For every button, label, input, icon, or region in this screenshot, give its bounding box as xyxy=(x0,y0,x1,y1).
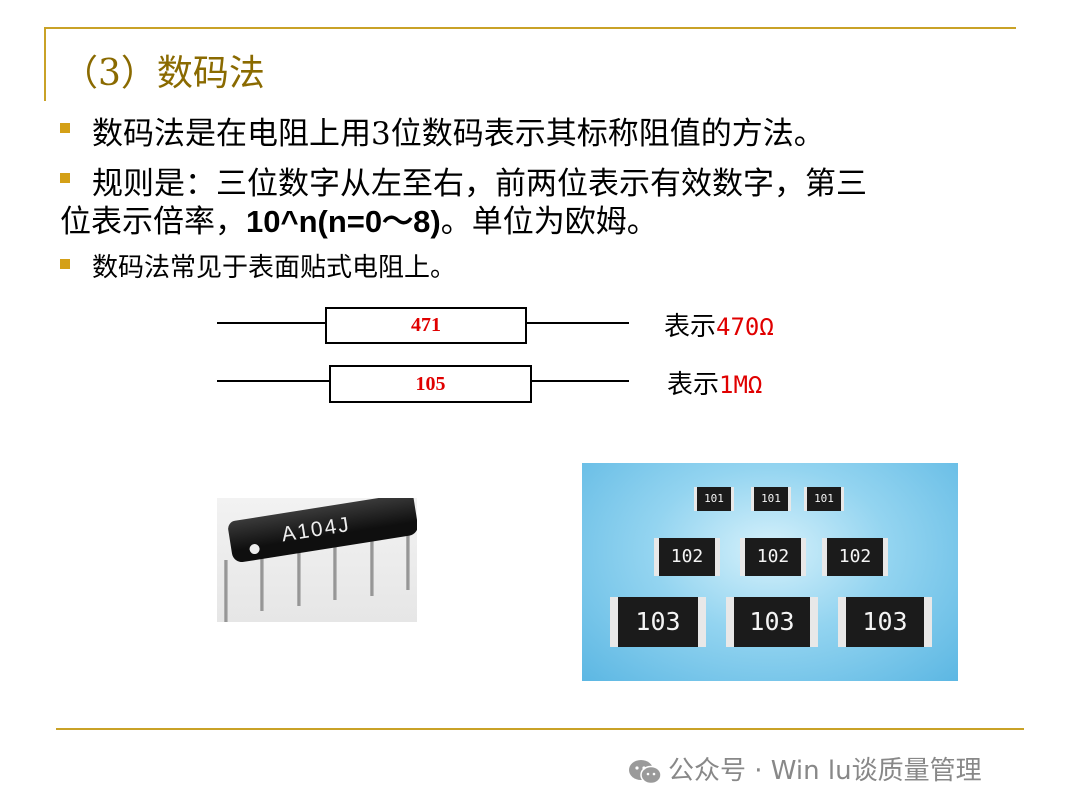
pin xyxy=(406,532,410,590)
resistor-2-meaning: 表示1MΩ xyxy=(667,364,762,401)
resistor-1-value: 470Ω xyxy=(716,313,774,341)
bullet-marker xyxy=(60,123,70,133)
bullet-2-cont-post: 。单位为欧姆。 xyxy=(440,204,658,240)
wechat-icon xyxy=(629,759,662,784)
bullet-2-continuation: 位表示倍率，10^n(n=0～8)。单位为欧姆。 xyxy=(60,196,658,241)
footer-text: 公众号 · Win lu谈质量管理 xyxy=(668,756,982,786)
resistor-1-lead-left xyxy=(217,322,327,324)
smd-chip-small: 101 xyxy=(804,487,844,511)
bullet-2-cont-pre: 位表示倍率， xyxy=(60,204,246,240)
resistor-2-lead-right xyxy=(532,380,629,382)
pin xyxy=(224,560,228,622)
left-rule xyxy=(44,27,46,101)
smd-chip-medium: 102 xyxy=(822,538,888,576)
pin xyxy=(297,550,301,606)
resistor-1-body: 471 xyxy=(325,307,527,344)
resistor-network-photo: A104J xyxy=(217,498,417,622)
resistor-1-lead-right xyxy=(527,322,629,324)
bullet-marker xyxy=(60,259,70,269)
pin1-dot xyxy=(248,543,261,555)
footer-watermark: 公众号 · Win lu谈质量管理 xyxy=(628,750,982,787)
resistor-2-body: 105 xyxy=(329,365,532,403)
resistor-2-lead-left xyxy=(217,380,331,382)
bullet-1: 数码法是在电阻上用3位数码表示其标称阻值的方法。 xyxy=(92,116,825,152)
smd-chip-medium: 102 xyxy=(740,538,806,576)
bullet-2-formula: 10^n(n=0～8) xyxy=(246,204,441,239)
resistor-1-meaning: 表示470Ω xyxy=(664,306,774,343)
smd-resistors-photo: 101 101 101 102 102 102 103 103 103 xyxy=(582,463,958,681)
resistor-2-value: 1MΩ xyxy=(719,371,763,399)
pin xyxy=(370,538,374,596)
smd-chip-small: 101 xyxy=(694,487,734,511)
smd-chip-small: 101 xyxy=(751,487,791,511)
bullet-2: 规则是：三位数字从左至右，前两位表示有效数字，第三 xyxy=(92,166,867,202)
smd-chip-large: 103 xyxy=(838,597,932,647)
bullet-3: 数码法常见于表面贴式电阻上。 xyxy=(92,253,457,283)
resistor-2-prefix: 表示 xyxy=(667,370,720,400)
bullet-marker xyxy=(60,173,70,183)
resistor-1-prefix: 表示 xyxy=(664,312,717,342)
top-rule xyxy=(44,27,1016,29)
footer-rule xyxy=(56,728,1024,730)
smd-chip-large: 103 xyxy=(610,597,706,647)
pin xyxy=(333,544,337,600)
resistor-network-body: A104J xyxy=(227,498,417,564)
pin xyxy=(260,556,264,611)
resistor-network-label: A104J xyxy=(279,512,353,547)
slide-title: （3）数码法 xyxy=(62,53,265,94)
smd-chip-medium: 102 xyxy=(654,538,720,576)
smd-chip-large: 103 xyxy=(726,597,818,647)
